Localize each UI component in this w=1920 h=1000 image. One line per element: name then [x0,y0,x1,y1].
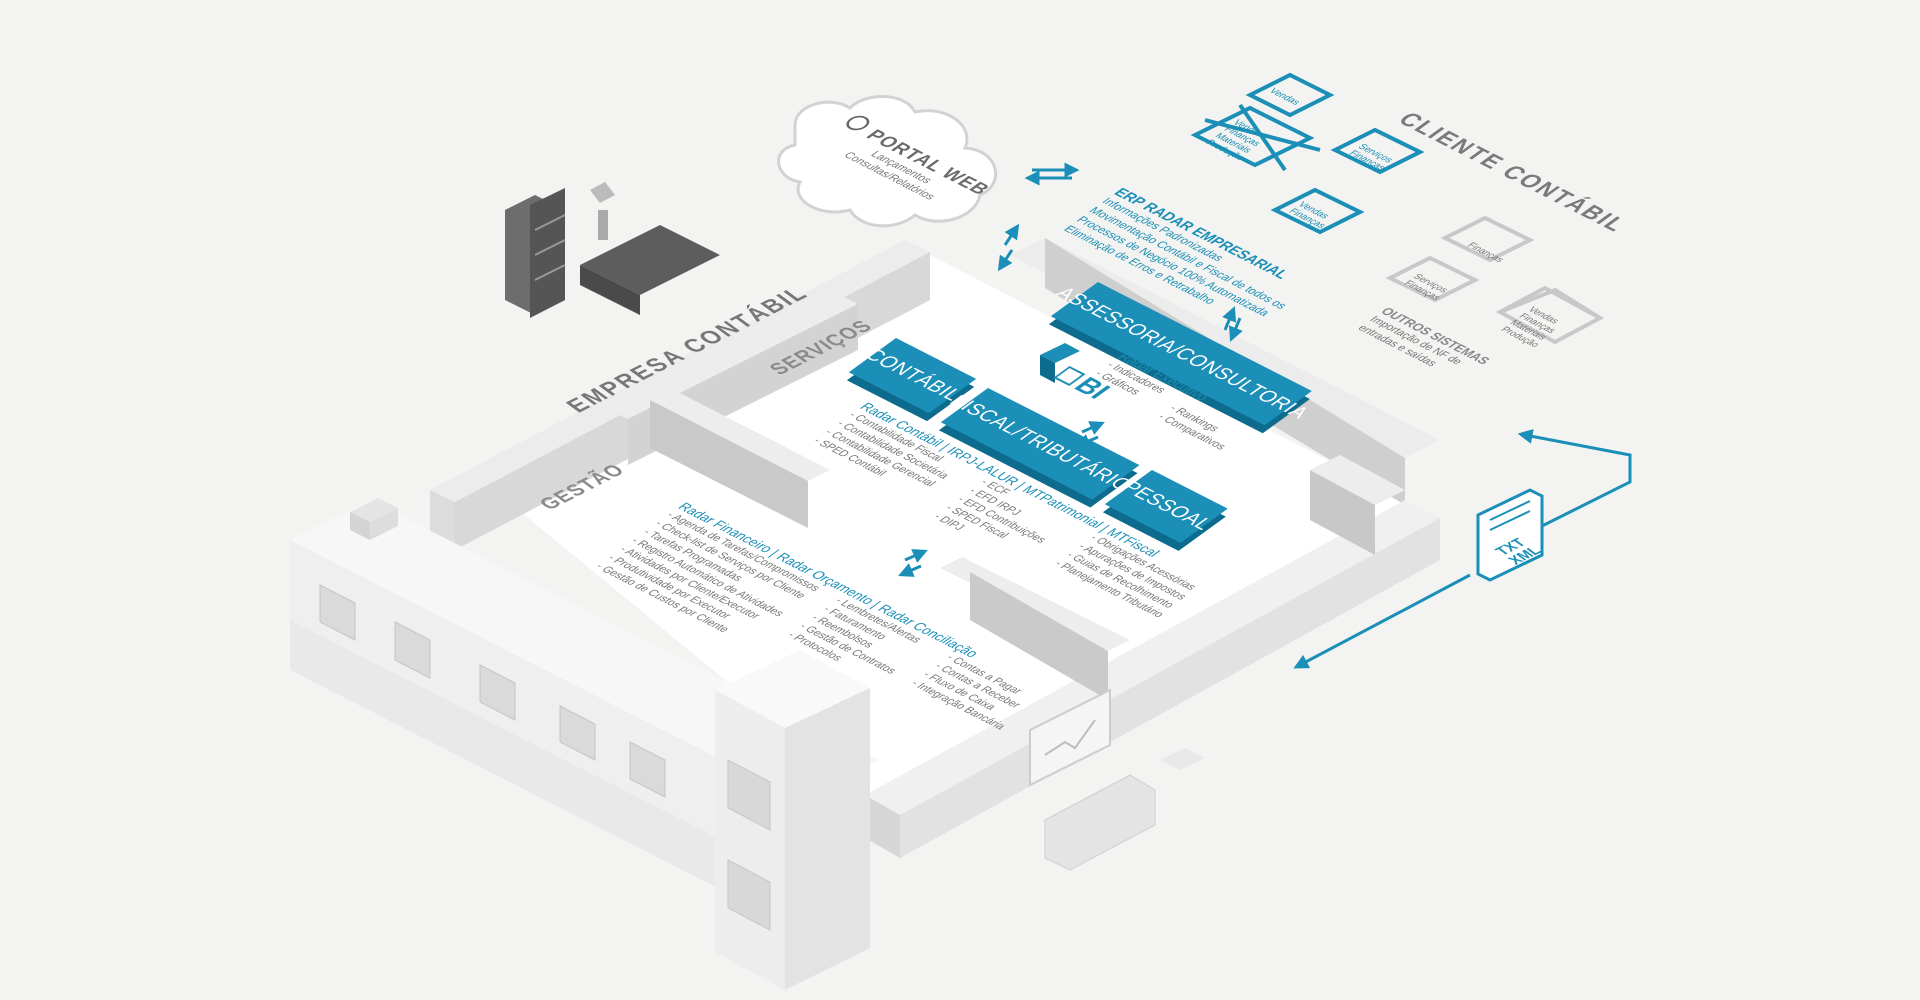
office-furniture [505,182,720,318]
tower-top [715,650,870,728]
partition-mid-face [970,572,1108,700]
sofa [1044,774,1156,871]
partition-inner-top [650,389,830,481]
client-modules-other [1385,215,1605,345]
client-modules-erp [1190,72,1425,235]
whiteboard [1029,688,1111,787]
building-windows [319,584,666,798]
partition-inner-face [650,400,808,528]
portal-cloud [777,95,998,228]
file-icon-shape [1476,488,1544,582]
building-front [290,540,800,880]
partition-mid-top [940,557,1130,651]
outer-wall-front-side [865,795,900,858]
tower-front [715,690,785,990]
partition-right-top [1310,455,1405,505]
tower-side [785,688,870,990]
partition-right-face [1310,470,1375,555]
partition-servicos-top [600,290,858,419]
bi-icon-shape [1040,343,1080,383]
building-front-lower [290,620,800,930]
outer-wall-front-top [865,500,1440,815]
